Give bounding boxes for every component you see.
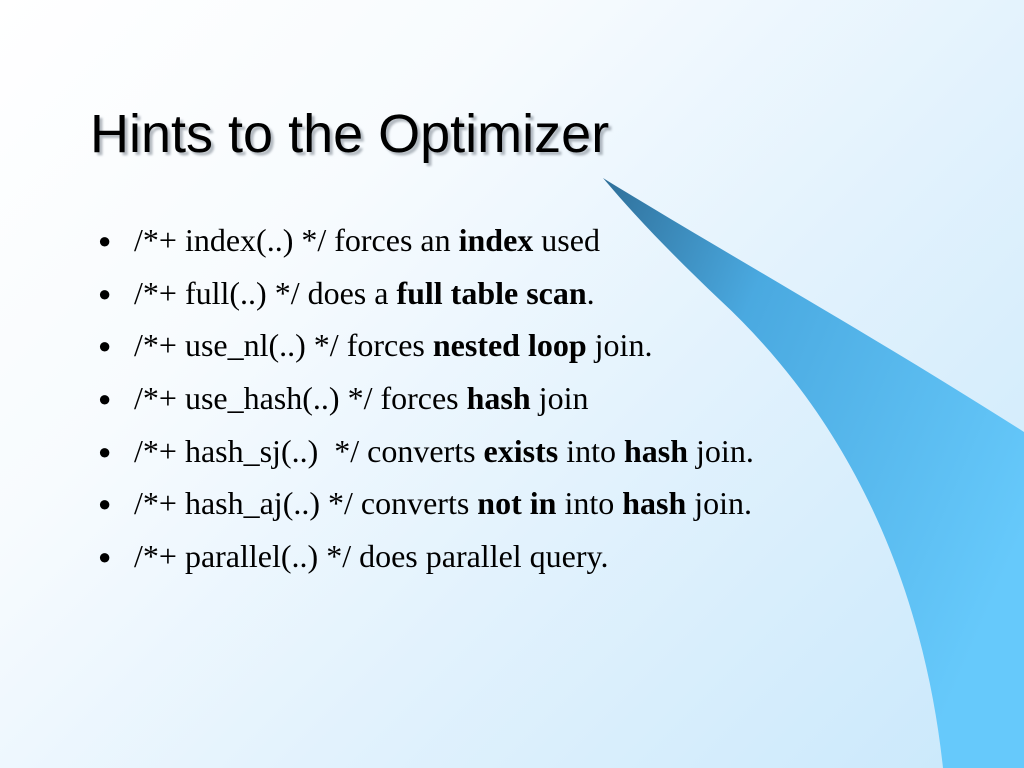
- bullet-text: /*+ use_nl(..) */ forces nested loop joi…: [134, 327, 652, 364]
- bullet-text: /*+ index(..) */ forces an index used: [134, 222, 600, 259]
- bullet-segment: join: [530, 380, 589, 417]
- bullet-emphasis: nested loop: [432, 327, 587, 364]
- bullet-emphasis: exists: [483, 432, 559, 469]
- slide-title: Hints to the Optimizer: [90, 104, 610, 164]
- bullet-item: ● /*+ use_nl(..) */ forces nested loop jo…: [98, 327, 754, 380]
- bullet-dot-icon: ●: [98, 280, 112, 306]
- bullet-list: ● /*+ index(..) */ forces an index used ● /…: [98, 222, 754, 591]
- bullet-segment: into: [558, 432, 624, 469]
- bullet-segment: /*+ full(..) */ does a: [134, 274, 397, 311]
- bullet-item: ● /*+ full(..) */ does a full table scan.: [98, 275, 754, 328]
- bullet-item: ● /*+ hash_aj(..) */ converts not in into…: [98, 485, 754, 538]
- bullet-dot-icon: ●: [98, 544, 112, 570]
- bullet-segment: join.: [686, 485, 753, 522]
- bullet-text: /*+ parallel(..) */ does parallel query.: [134, 538, 608, 575]
- bullet-dot-icon: ●: [98, 491, 112, 517]
- bullet-item: ● /*+ index(..) */ forces an index used: [98, 222, 754, 275]
- bullet-text: /*+ hash_aj(..) */ converts not in into …: [134, 485, 752, 522]
- bullet-dot-icon: ●: [98, 438, 112, 464]
- bullet-emphasis: hash: [623, 432, 689, 469]
- bullet-text: /*+ hash_sj(..) */ converts exists into …: [134, 433, 754, 470]
- bullet-segment: /*+ hash_aj(..) */ converts: [134, 485, 478, 522]
- bullet-emphasis: full table scan: [396, 274, 587, 311]
- bullet-item: ● /*+ hash_sj(..) */ converts exists into…: [98, 433, 754, 486]
- bullet-segment: /*+ hash_sj(..) */ converts: [134, 432, 484, 469]
- bullet-text: /*+ full(..) */ does a full table scan.: [134, 275, 595, 312]
- bullet-item: ● /*+ use_hash(..) */ forces hash join: [98, 380, 754, 433]
- bullet-segment: .: [586, 274, 595, 311]
- bullet-segment: join.: [586, 327, 653, 364]
- bullet-segment: /*+ parallel(..) */ does parallel query.: [134, 538, 609, 575]
- bullet-dot-icon: ●: [98, 228, 112, 253]
- bullet-segment: into: [556, 485, 623, 522]
- bullet-emphasis: index: [458, 222, 534, 258]
- bullet-item: ● /*+ parallel(..) */ does parallel query…: [98, 538, 754, 591]
- bullet-dot-icon: ●: [98, 333, 112, 359]
- bullet-dot-icon: ●: [98, 386, 112, 412]
- bullet-segment: /*+ index(..) */ forces an: [134, 222, 459, 258]
- bullet-emphasis: hash: [466, 380, 531, 417]
- bullet-segment: /*+ use_hash(..) */ forces: [134, 380, 467, 417]
- bullet-segment: /*+ use_nl(..) */ forces: [134, 327, 433, 364]
- bullet-segment: used: [533, 222, 600, 258]
- bullet-emphasis: hash: [622, 485, 687, 522]
- bullet-segment: join.: [688, 432, 754, 469]
- bullet-text: /*+ use_hash(..) */ forces hash join: [134, 380, 588, 417]
- bullet-emphasis: not in: [477, 485, 557, 522]
